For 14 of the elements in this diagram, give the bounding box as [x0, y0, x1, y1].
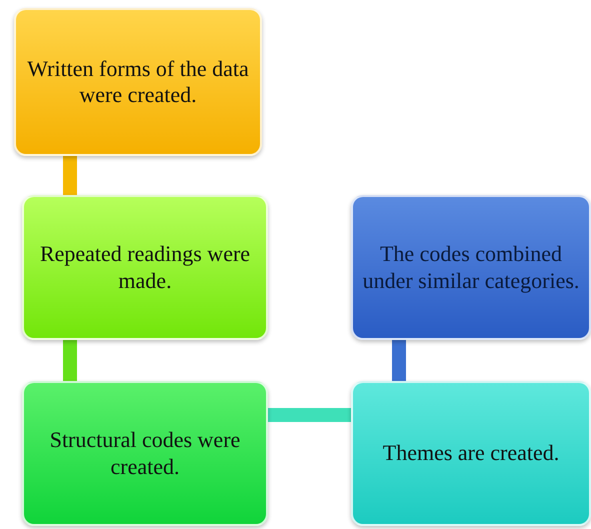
connector: [392, 340, 406, 381]
step-text: Repeated readings were made.: [38, 241, 252, 294]
step-text: The codes combined under similar categories.: [362, 241, 580, 294]
process-box: [22, 381, 268, 526]
connector: [268, 408, 351, 422]
step-text: Written forms of the data were created.: [26, 56, 250, 108]
connector: [63, 340, 77, 381]
step-text: Structural codes were created.: [48, 427, 242, 480]
process-box: [14, 8, 262, 156]
process-box: [22, 195, 268, 340]
step-text: Themes are created.: [382, 440, 560, 467]
connector: [63, 156, 77, 195]
process-box: [351, 381, 591, 526]
process-box: [351, 195, 591, 340]
